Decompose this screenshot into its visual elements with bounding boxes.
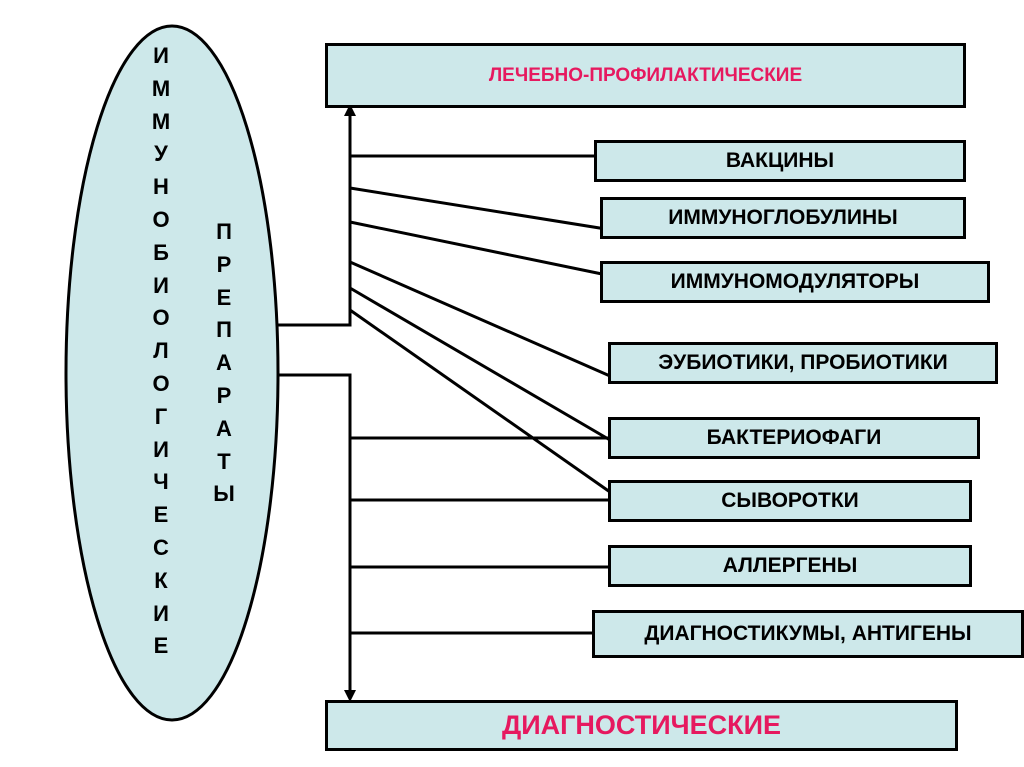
connector-eubiotiki (349, 260, 611, 378)
ellipse-letter: К (154, 567, 168, 593)
ellipse-letter: Р (216, 382, 232, 408)
ellipse-letter: У (154, 141, 168, 167)
ellipse-letter: Н (153, 174, 169, 200)
ellipse-connector-top (278, 110, 352, 327)
item-box-allergeny: АЛЛЕРГЕНЫ (608, 545, 972, 587)
item-box-vakciny: ВАКЦИНЫ (594, 140, 966, 182)
ellipse-letter: М (151, 75, 171, 101)
connector-immunomodulyatory (349, 220, 603, 276)
item-box-immunoglobuliny: ИММУНОГЛОБУЛИНЫ (600, 197, 966, 239)
ellipse-letter: Е (153, 502, 169, 528)
main-ellipse (64, 24, 280, 722)
ellipse-letter: О (152, 305, 170, 331)
ellipse-letter: Ы (213, 481, 235, 507)
item-box-immunomodulyatory: ИММУНОМОДУЛЯТОРЫ (600, 261, 990, 303)
ellipse-letter: И (153, 43, 169, 68)
connector-immunoglobuliny (349, 186, 613, 232)
ellipse-letter: Ч (153, 469, 169, 495)
ellipse-letter: И (153, 272, 169, 298)
item-box-syvorotki: СЫВОРОТКИ (608, 480, 972, 522)
ellipse-letter: Е (153, 633, 169, 659)
ellipse-letter: Г (154, 403, 168, 429)
ellipse-letter: О (152, 206, 170, 232)
ellipse-letter: И (153, 600, 169, 626)
bottom-category-label: ДИАГНОСТИЧЕСКИЕ (501, 710, 782, 740)
ellipse-letter: Л (153, 338, 169, 364)
item-box-bakteriofagi: БАКТЕРИОФАГИ (608, 417, 980, 459)
ellipse-letter: О (152, 370, 170, 396)
item-label: ЭУБИОТИКИ, ПРОБИОТИКИ (658, 351, 948, 374)
ellipse-letter: Е (216, 284, 232, 310)
connector-syvorotki (349, 308, 611, 494)
ellipse-letter: Т (217, 448, 231, 474)
item-label: ДИАГНОСТИКУМЫ, АНТИГЕНЫ (644, 622, 972, 645)
item-label: ВАКЦИНЫ (725, 149, 835, 172)
item-label: ИММУНОГЛОБУЛИНЫ (668, 206, 898, 229)
item-label: СЫВОРОТКИ (721, 489, 859, 512)
ellipse-connector-bottom (278, 373, 352, 692)
item-box-eubiotiki: ЭУБИОТИКИ, ПРОБИОТИКИ (608, 342, 998, 384)
item-label: АЛЛЕРГЕНЫ (722, 554, 858, 577)
item-label: ИММУНОМОДУЛЯТОРЫ (670, 270, 920, 293)
item-box-diagnostikumy: ДИАГНОСТИКУМЫ, АНТИГЕНЫ (592, 610, 1024, 658)
ellipse-letter: С (153, 534, 169, 560)
ellipse-letter: А (216, 350, 232, 376)
top-category-label: ЛЕЧЕБНО-ПРОФИЛАКТИЧЕСКИЕ (488, 64, 803, 86)
ellipse-letter: И (153, 436, 169, 462)
ellipse-letter: А (216, 415, 232, 441)
connector-bakteriofagi (349, 286, 611, 442)
ellipse-letter: М (151, 108, 171, 134)
ellipse-letter: П (216, 317, 232, 343)
ellipse-letter: Р (216, 251, 232, 277)
ellipse-letter: Б (153, 239, 169, 265)
ellipse-letter: П (216, 219, 232, 244)
item-label: БАКТЕРИОФАГИ (706, 426, 882, 449)
bottom-category-box: ДИАГНОСТИЧЕСКИЕ (325, 700, 958, 751)
top-category-box: ЛЕЧЕБНО-ПРОФИЛАКТИЧЕСКИЕ (325, 43, 966, 108)
